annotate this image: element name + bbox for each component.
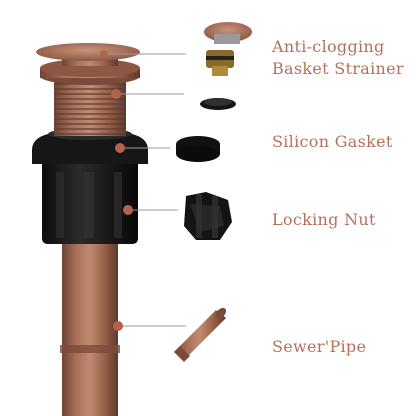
collar bbox=[32, 134, 148, 164]
gasket-parts bbox=[176, 98, 236, 162]
label-strainer-line2: Basket Strainer bbox=[272, 59, 404, 78]
pipe-ring bbox=[60, 345, 120, 353]
label-locking-nut: Locking Nut bbox=[272, 210, 376, 229]
strainer-cap bbox=[36, 43, 140, 61]
tail-pipe bbox=[62, 238, 118, 416]
label-basket-strainer: Anti-clogging Basket Strainer bbox=[272, 36, 404, 80]
leader-lines bbox=[104, 53, 186, 327]
label-sewer-pipe: Sewer'Pipe bbox=[272, 337, 367, 356]
sewer-pipe-part bbox=[174, 307, 227, 362]
label-silicon-gasket: Silicon Gasket bbox=[272, 132, 393, 151]
locking-nut-part bbox=[184, 192, 232, 240]
popup-plug-part bbox=[204, 22, 252, 76]
label-strainer-line1: Anti-clogging bbox=[272, 37, 385, 56]
marker-dots bbox=[100, 50, 133, 331]
assembled-drain bbox=[32, 43, 148, 416]
